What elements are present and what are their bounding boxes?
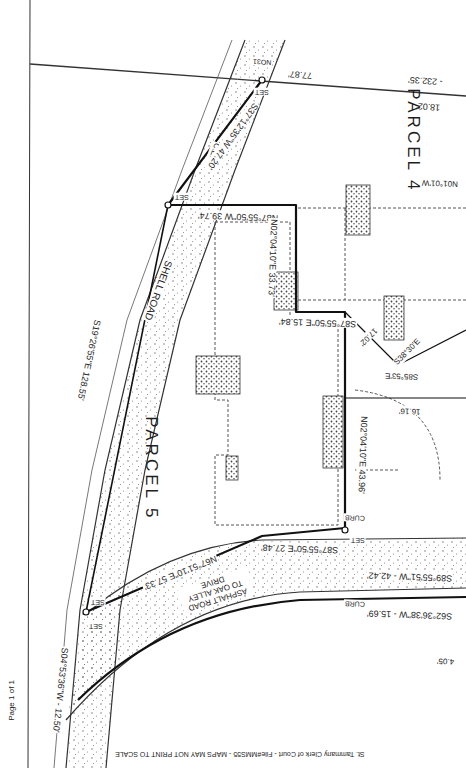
boundary-line: [86, 205, 168, 612]
slabs: [196, 185, 404, 480]
curb-line: [355, 390, 440, 480]
slab: [346, 185, 370, 235]
plat-label: S87°55'50"E 15.84': [278, 316, 358, 329]
iron-pin: [83, 609, 89, 615]
road-edge: [106, 40, 285, 768]
plat-label: S38°30'E: [392, 336, 423, 367]
building-outline: [298, 208, 466, 300]
plat-label: N02°04'10"E 43.96': [356, 415, 369, 495]
plat-label: NO31: [252, 57, 273, 66]
plat-label: 16.16': [398, 405, 422, 415]
slab: [196, 356, 240, 394]
plat-label: SET: [90, 598, 106, 606]
boundary-line: [86, 80, 345, 612]
slab: [226, 456, 238, 480]
plat-label: SET: [174, 193, 190, 201]
plat-label: 77.87': [287, 68, 314, 80]
oak-alley-drive: [66, 538, 466, 720]
plat-label: Page 1 of 1: [8, 679, 17, 722]
iron-pin: [165, 202, 171, 208]
plat-label: CURB: [344, 514, 366, 522]
edge-line: [28, 0, 30, 768]
plat-label: SET: [88, 622, 104, 630]
plat-label: S85°53'E: [384, 370, 419, 380]
property-boundary: [86, 80, 466, 612]
slab: [323, 396, 343, 468]
plat-label: S62°36'38"W - 15.69': [366, 608, 454, 621]
buildings: [215, 208, 466, 525]
plat-label: CURB: [344, 600, 366, 608]
plat-label: N87°55'50"W 39.74': [197, 210, 280, 223]
iron-pin: [259, 77, 265, 83]
plat-label: S89°55'51"W - 42.42': [366, 570, 454, 583]
plat-label: SHELL ROAD: [142, 258, 175, 323]
plat-label: St. Tammany Clerk of Court - File#MMS55 …: [114, 750, 366, 758]
boundary-line: [78, 597, 466, 700]
curb-line: [66, 588, 466, 720]
plat-label: S19°26'55"E 128.55': [74, 318, 101, 403]
plat-label: 4.05': [436, 655, 455, 664]
parcel-name: PARCEL 4: [403, 87, 422, 193]
plat-label: SET: [254, 88, 270, 96]
plat-label: N01°01'W: [421, 177, 459, 187]
curb-line: [88, 538, 466, 612]
plat-label: 17.02': [357, 325, 380, 348]
road-surface: [66, 538, 466, 720]
plat-label: SET: [350, 536, 366, 544]
plat-label: N02°04'10"E 33.73': [266, 218, 279, 298]
plat-label: - 232.35': [406, 74, 443, 86]
map-frame: [28, 0, 466, 768]
iron-pin: [342, 527, 348, 533]
boundary-line: [345, 312, 466, 398]
slab: [384, 296, 404, 340]
slab: [274, 272, 298, 310]
plat-label: S87°55'50"E 27.48': [260, 542, 340, 555]
plat-label: S04°53'36"W - 12.50': [51, 646, 70, 734]
iron-pins: [83, 77, 348, 615]
plat-label: S37°12'35"W 47.20': [204, 100, 260, 172]
parcel-name: PARCEL 5: [141, 415, 160, 521]
